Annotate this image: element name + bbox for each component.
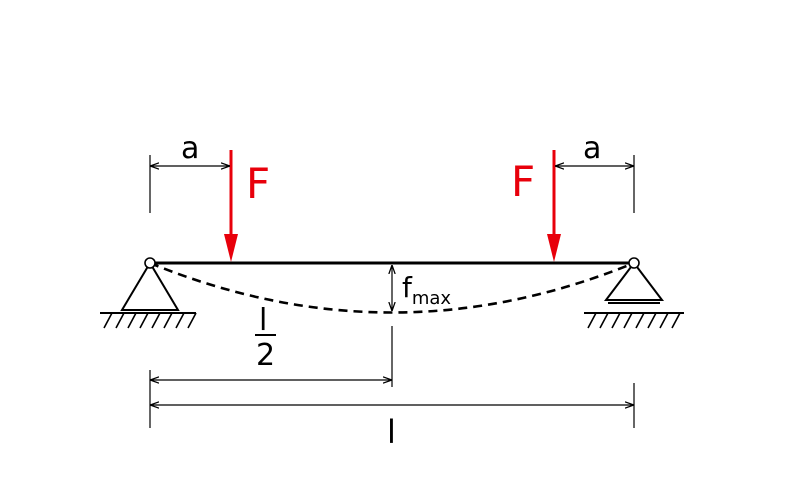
force-arrow-right: [547, 150, 561, 262]
half-span-numerator: l: [259, 303, 267, 338]
deflection-curve: [149, 261, 635, 314]
dimension-a-right-label: a: [583, 131, 601, 166]
dimension-half-span: [149, 326, 393, 428]
f-max-sub: max: [412, 288, 452, 309]
dimension-span: [150, 383, 635, 428]
f-max-label: fmax: [402, 271, 451, 309]
span-label: l: [387, 413, 396, 451]
dimension-a-left-label: a: [181, 131, 199, 166]
force-label-right: F: [511, 157, 535, 206]
left-pin: [144, 257, 156, 269]
f-max-base: f: [402, 271, 413, 304]
half-span-denominator: 2: [256, 338, 275, 373]
left-pin-support: [100, 261, 197, 329]
right-pin: [628, 257, 640, 269]
force-label-left: F: [246, 159, 270, 208]
right-roller-support: [584, 261, 684, 329]
dimension-a-left: [149, 155, 230, 213]
force-arrow-left: [224, 150, 238, 262]
dimension-a-right: [555, 155, 635, 213]
